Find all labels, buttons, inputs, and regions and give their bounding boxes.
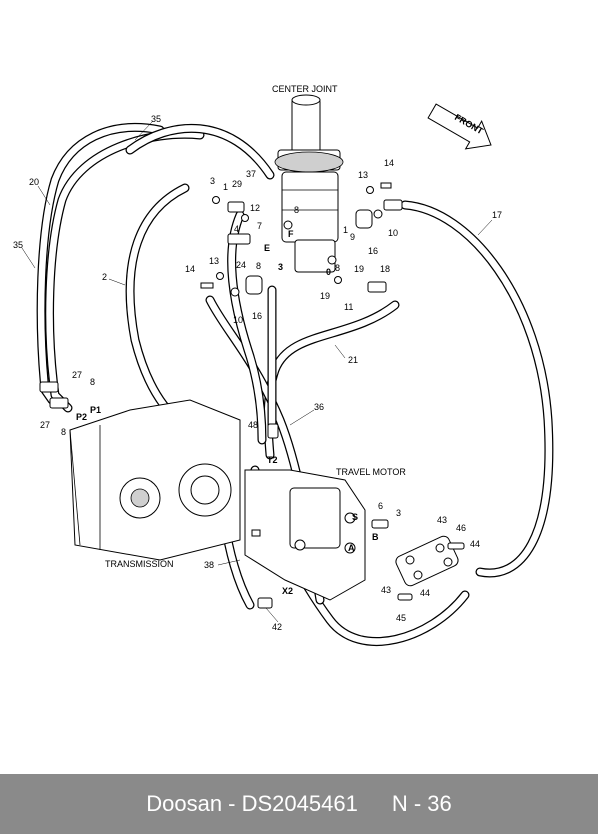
- callout-6: 6: [378, 501, 383, 511]
- callout-46: 46: [456, 523, 466, 533]
- leader-lines: [21, 121, 493, 623]
- callout-18: 18: [380, 264, 390, 274]
- port-x2: X2: [282, 586, 293, 596]
- port-a: A: [348, 543, 355, 553]
- callout-17: 17: [492, 210, 502, 220]
- callout-20: 20: [29, 177, 39, 187]
- callout-3-lower: 3: [396, 508, 401, 518]
- callout-8-upper: 8: [294, 205, 299, 215]
- footer-title: Doosan - DS2045461: [146, 791, 358, 816]
- callout-8-p1: 8: [90, 377, 95, 387]
- callout-14-left: 14: [185, 264, 195, 274]
- callout-38: 38: [204, 560, 214, 570]
- callout-10-left: 10: [233, 315, 243, 325]
- callout-13-left: 13: [209, 256, 219, 266]
- callout-21: 21: [348, 355, 358, 365]
- callout-44-lower: 44: [420, 588, 430, 598]
- port-p1: P1: [90, 405, 101, 415]
- port-f: F: [288, 229, 294, 239]
- callout-24: 24: [236, 260, 246, 270]
- callout-4: 4: [234, 224, 239, 234]
- callout-27-lower: 27: [40, 420, 50, 430]
- callout-43-upper: 43: [437, 515, 447, 525]
- port-p2: P2: [76, 412, 87, 422]
- callout-14-right: 14: [384, 158, 394, 168]
- callout-12: 12: [250, 203, 260, 213]
- center-joint-caption: CENTER JOINT: [272, 84, 338, 94]
- callout-16-left: 16: [252, 311, 262, 321]
- port-b: B: [372, 532, 379, 542]
- callout-3-mid: 3: [278, 262, 283, 272]
- port-e: E: [264, 243, 270, 253]
- split-flange: [395, 535, 459, 587]
- callout-8-p2: 8: [61, 427, 66, 437]
- callout-35-top: 35: [151, 114, 161, 124]
- callout-11: 11: [344, 302, 353, 312]
- fittings: [39, 182, 465, 609]
- front-arrow: [427, 103, 492, 150]
- callout-29: 29: [232, 179, 242, 189]
- port-o: 0: [326, 267, 331, 277]
- callout-1-upper: 1: [223, 182, 228, 192]
- callout-36: 36: [314, 402, 324, 412]
- callout-19-upper: 19: [354, 264, 364, 274]
- footer-bar: Doosan - DS2045461 N - 36: [0, 774, 598, 834]
- callout-9: 9: [350, 232, 355, 242]
- port-t2: T2: [267, 455, 278, 465]
- callout-13-right: 13: [358, 170, 368, 180]
- callout-27-upper: 27: [72, 370, 82, 380]
- callout-2: 2: [102, 272, 107, 282]
- callout-44-right: 44: [470, 539, 480, 549]
- callout-42: 42: [272, 622, 282, 632]
- callout-48: 48: [248, 420, 258, 430]
- callout-45: 45: [396, 613, 406, 623]
- callout-16-right: 16: [368, 246, 378, 256]
- callout-8-right: 8: [335, 263, 340, 273]
- callout-35-left: 35: [13, 240, 23, 250]
- travel-motor-caption: TRAVEL MOTOR: [336, 467, 406, 477]
- callout-7: 7: [257, 221, 262, 231]
- callout-43-lower: 43: [381, 585, 391, 595]
- port-s: S: [352, 512, 358, 522]
- callout-10-right: 10: [388, 228, 398, 238]
- callout-37: 37: [246, 169, 256, 179]
- footer-page-number: N - 36: [391, 791, 452, 816]
- hydraulic-parts-diagram: CENTER JOINT FRONT TRAVEL MOTOR TRANSMIS…: [13, 84, 554, 646]
- center-joint-assembly: [274, 94, 344, 273]
- transmission-housing: [69, 399, 241, 561]
- callout-8-mid: 8: [256, 261, 261, 271]
- callout-1-right: 1: [343, 225, 348, 235]
- callout-19-lower: 19: [320, 291, 330, 301]
- callout-labels: 35 20 35 2 3 1 29 37 12 8 4 7 F E 14 13 …: [13, 114, 502, 632]
- travel-motor-housing: [244, 469, 366, 601]
- transmission-caption: TRANSMISSION: [105, 559, 174, 569]
- callout-3-upper: 3: [210, 176, 215, 186]
